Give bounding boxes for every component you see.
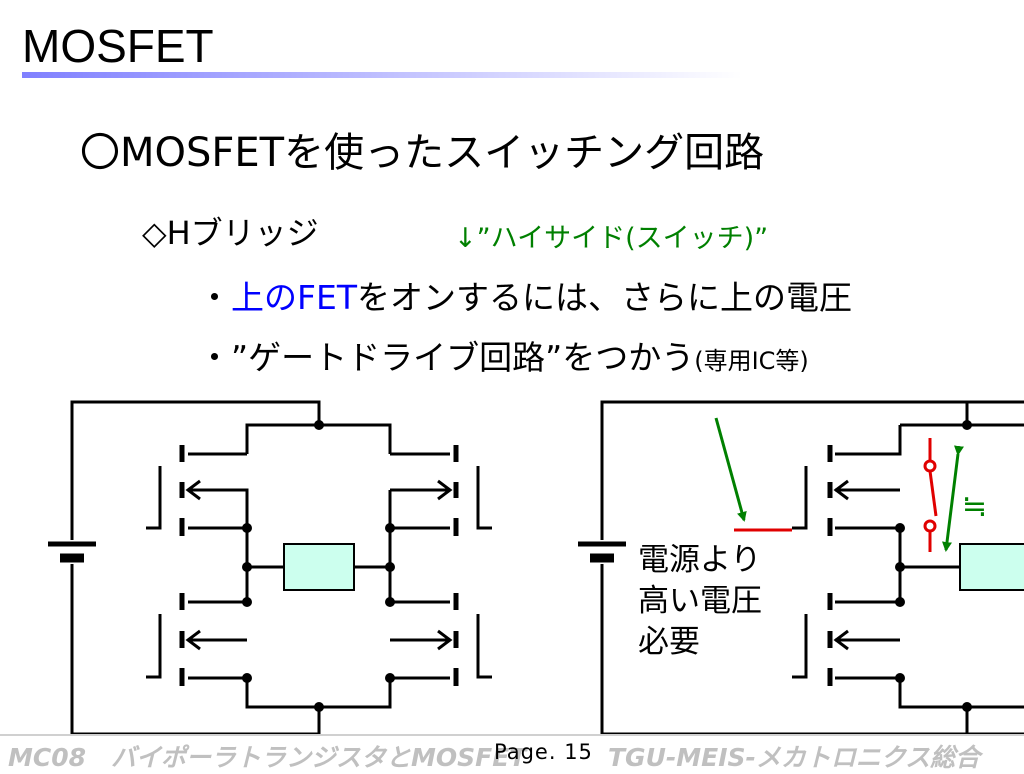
page-number: Page. 15 (494, 740, 593, 764)
supply-wire-top (70, 400, 321, 540)
mosfet-q2 (437, 445, 492, 536)
junction-dots (895, 420, 972, 712)
bullet-text: をオンするには、さらに上の電圧 (357, 278, 852, 317)
mosfet-low-side (792, 593, 849, 686)
slide-title: MOSFET (22, 20, 214, 72)
double-arrow-icon (942, 445, 964, 552)
battery-symbol (48, 541, 96, 563)
subsection-heading: ◇Hブリッジ (142, 214, 319, 252)
mosfet-q1 (146, 445, 201, 536)
mosfet-q3 (146, 593, 201, 686)
note-line: 高い電圧 (638, 583, 762, 619)
course-label: MC08 バイポーラトランジスタとMOSFET (8, 743, 527, 772)
high-side-note: ↓”ハイサイド(スイッチ)” (454, 223, 769, 254)
bullet-text-small: (専用IC等) (694, 347, 809, 375)
supply-wire-top (600, 400, 1024, 540)
title-underline (22, 72, 742, 78)
gate-pointer-arrow (714, 417, 747, 522)
slide-footer: MC08 バイポーラトランジスタとMOSFET Page. 15 TGU-MEI… (0, 734, 1024, 772)
section-heading: 〇MOSFETを使ったスイッチング回路 (80, 130, 765, 176)
junction-dots (242, 420, 395, 712)
bullet-text: ”ゲートドライブ回路”をつかう (231, 338, 695, 377)
bullet-gate-driver: ・”ゲートドライブ回路”をつかう(専用IC等) (198, 336, 809, 383)
load-element (283, 543, 355, 591)
h-bridge-circuit (48, 400, 492, 736)
circuit-diagrams: ≒ (48, 400, 1024, 736)
bullet-high-side-voltage: ・上のFETをオンするには、さらに上の電圧 (198, 276, 852, 320)
note-line: 電源より (638, 542, 762, 578)
mosfet-q4 (437, 593, 492, 686)
switch-equivalent-icon (923, 438, 938, 552)
footer-rule (0, 734, 1024, 736)
approx-equal-symbol: ≒ (962, 489, 987, 524)
upper-fet-label: 上のFET (231, 278, 357, 317)
mosfet-high-side (792, 445, 849, 536)
voltage-requirement-note: 電源より 高い電圧 必要 (638, 540, 762, 663)
note-line: 必要 (638, 624, 700, 660)
battery-symbol (578, 541, 626, 563)
bullet-marker: ・ (198, 278, 231, 317)
department-label: TGU-MEIS-メカトロニクス総合 (608, 743, 981, 772)
load-element (959, 543, 1024, 591)
bullet-marker: ・ (198, 338, 231, 377)
